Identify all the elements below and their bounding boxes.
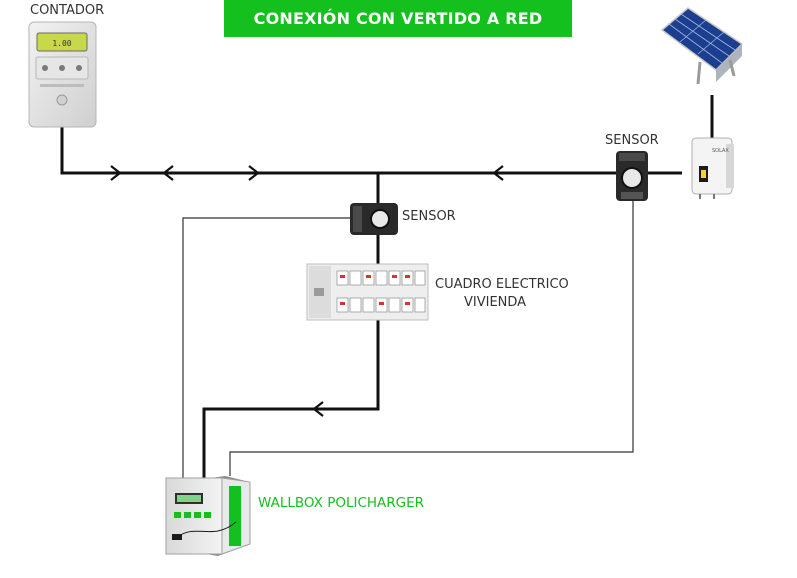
- meter-label: CONTADOR: [30, 3, 105, 18]
- current-sensor-icon: [350, 203, 398, 235]
- meter-drop-wire: [60, 126, 350, 175]
- electric-meter-icon: 1.00: [28, 21, 97, 128]
- wallbox-feed-wire: [202, 318, 380, 478]
- wallbox-label: WALLBOX POLICHARGER: [258, 495, 425, 511]
- solar-panel-icon: [660, 7, 744, 85]
- inverter-icon: SOLAX: [691, 137, 734, 199]
- wallbox-charger-icon: [165, 476, 251, 556]
- svg-text:SOLAX: SOLAX: [712, 148, 729, 154]
- breaker-panel-icon: [306, 263, 429, 321]
- arrow-left-icon: [162, 165, 174, 181]
- sensor-right-cable: [229, 195, 634, 476]
- sensor-right-label: SENSOR: [605, 133, 659, 148]
- panel-label-line1: CUADRO ELECTRICO: [435, 277, 569, 292]
- diagram-title: CONEXIÓN CON VERTIDO A RED: [224, 0, 572, 37]
- arrow-left-icon: [492, 165, 504, 181]
- arrow-right-icon: [110, 165, 122, 181]
- arrow-right-icon: [248, 165, 260, 181]
- sensor-center-cable: [182, 217, 350, 484]
- current-sensor-icon: [616, 151, 648, 201]
- arrow-left-icon: [312, 401, 324, 417]
- sensor-cables: [182, 195, 634, 484]
- sensor-center-label: SENSOR: [402, 209, 456, 224]
- svg-text:1.00: 1.00: [52, 39, 71, 48]
- panel-label-line2: VIVIENDA: [464, 295, 527, 310]
